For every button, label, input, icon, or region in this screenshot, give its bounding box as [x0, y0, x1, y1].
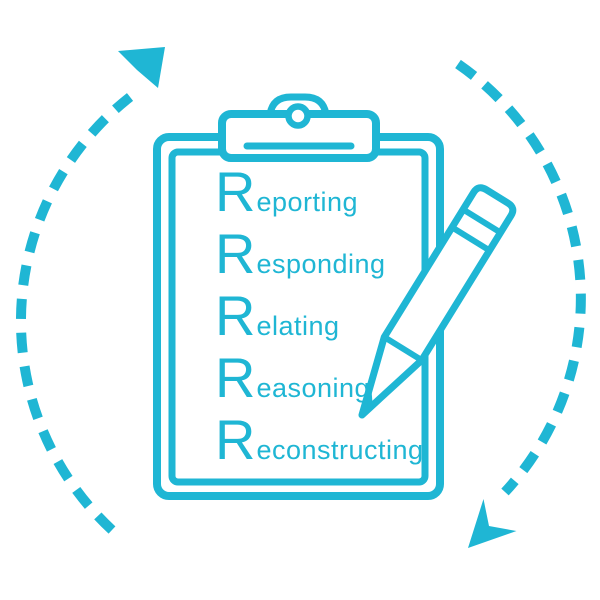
cycle-arrow-left-icon [16, 47, 165, 534]
cycle-arrow-right-icon [455, 59, 586, 548]
clipboard-icon [153, 93, 444, 500]
pencil-icon [358, 184, 517, 419]
